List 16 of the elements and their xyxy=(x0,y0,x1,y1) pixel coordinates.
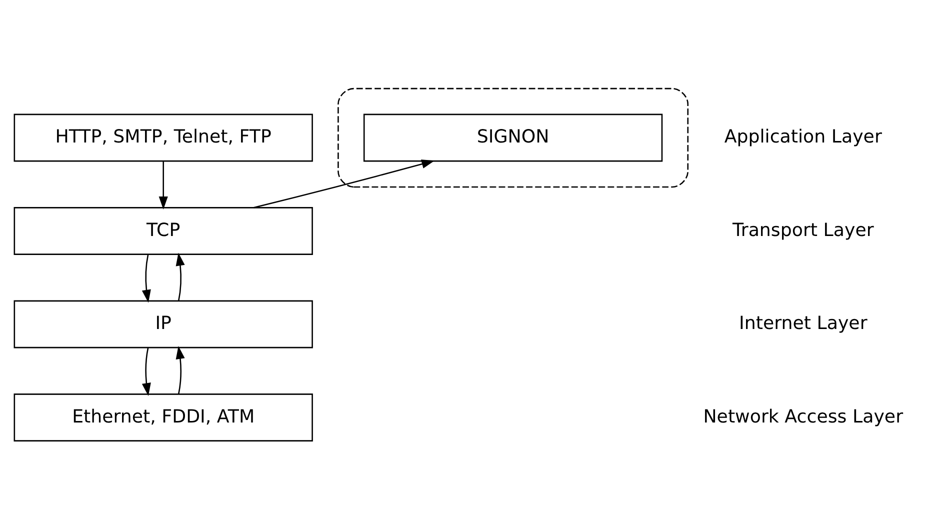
node-box: TCP xyxy=(13,207,312,255)
label: Transport Layer xyxy=(732,220,874,241)
label: Internet Layer xyxy=(738,313,867,334)
arrow xyxy=(175,346,184,394)
node-box: IP xyxy=(13,300,312,348)
label: Application Layer xyxy=(724,126,882,148)
label: Network Access Layer xyxy=(702,406,903,428)
node-box: HTTP, SMTP, Telnet, FTP xyxy=(13,114,312,162)
node-box: SIGNON xyxy=(362,114,662,162)
node-box: Ethernet, FDDI, ATM xyxy=(13,394,312,442)
arrow xyxy=(158,161,168,210)
arrow xyxy=(141,254,150,303)
cluster xyxy=(337,88,688,188)
arrow xyxy=(175,252,184,301)
arrow xyxy=(253,160,434,208)
arrow xyxy=(141,348,150,396)
